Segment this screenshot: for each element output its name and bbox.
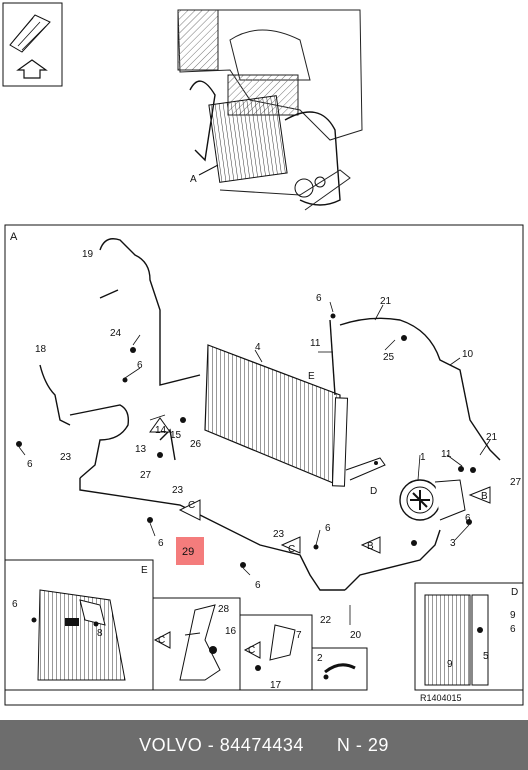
fasteners bbox=[16, 313, 476, 568]
section-a-label: A bbox=[10, 231, 18, 243]
callout-20: 20 bbox=[350, 630, 362, 641]
callout-6f: 6 bbox=[325, 523, 331, 534]
inset-clip-2: 2 bbox=[311, 647, 368, 691]
inset-e: E 6 8 bbox=[4, 559, 154, 691]
triangle-markers bbox=[149, 417, 491, 554]
inset-d: D 9 5 9 6 bbox=[414, 582, 524, 691]
callout-C1: C bbox=[288, 544, 295, 555]
callout-6a: 6 bbox=[137, 360, 143, 371]
callout-C3: C bbox=[248, 645, 255, 656]
callout-6i: 6 bbox=[510, 624, 516, 635]
callout-6c: 6 bbox=[316, 293, 322, 304]
footer-gap bbox=[304, 735, 337, 756]
callout-28: 28 bbox=[218, 604, 230, 615]
inset-d-label: D bbox=[511, 587, 518, 598]
callout-7: 7 bbox=[296, 630, 302, 641]
callout-C-top: C bbox=[188, 500, 195, 511]
callout-C2: C bbox=[158, 635, 165, 646]
parts-diagram: A A bbox=[2, 2, 524, 706]
footer-brand: VOLVO bbox=[139, 734, 203, 755]
callout-23c: 23 bbox=[273, 529, 285, 540]
callout-15: 15 bbox=[170, 430, 182, 441]
callout-E: E bbox=[308, 371, 315, 382]
callout-14: 14 bbox=[155, 425, 167, 436]
ac-compressor bbox=[399, 479, 466, 521]
callout-6d: 6 bbox=[158, 538, 164, 549]
callout-6b: 6 bbox=[27, 459, 33, 470]
callout-23a: 23 bbox=[60, 452, 72, 463]
callout-21b: 21 bbox=[486, 432, 498, 443]
callout-16: 16 bbox=[225, 626, 237, 637]
callout-5: 5 bbox=[483, 651, 489, 662]
highlight-callout: 29 bbox=[182, 546, 194, 558]
callout-D: D bbox=[370, 486, 377, 497]
callout-26: 26 bbox=[190, 439, 202, 450]
callout-22: 22 bbox=[320, 615, 332, 626]
callout-27b: 27 bbox=[510, 477, 522, 488]
inset-bracket-28: C 28 16 bbox=[152, 597, 241, 691]
callout-6e: 6 bbox=[255, 580, 261, 591]
condenser bbox=[204, 344, 386, 487]
part-footer-bar: VOLVO - 84474434 N - 29 bbox=[0, 720, 528, 770]
callout-9b: 9 bbox=[447, 659, 453, 670]
callout-6g: 6 bbox=[465, 513, 471, 524]
callout-1: 1 bbox=[420, 452, 426, 463]
callout-10: 10 bbox=[462, 349, 474, 360]
highlight-box bbox=[176, 537, 204, 565]
callout-4: 4 bbox=[255, 342, 261, 353]
refrigerant-lines bbox=[39, 238, 501, 591]
callout-6h: 6 bbox=[12, 599, 18, 610]
callout-2: 2 bbox=[317, 653, 323, 664]
footer-part-number: 84474434 bbox=[219, 734, 304, 755]
callout-27a: 27 bbox=[140, 470, 152, 481]
callout-18: 18 bbox=[35, 344, 47, 355]
callout-11a: 11 bbox=[310, 338, 321, 349]
inset-e-label: E bbox=[141, 565, 148, 576]
inset-bracket-7: C 7 17 bbox=[239, 614, 313, 691]
callout-23b: 23 bbox=[172, 485, 184, 496]
callout-leaders bbox=[18, 301, 491, 625]
callout-24: 24 bbox=[110, 328, 122, 339]
footer-separator: - bbox=[202, 734, 220, 755]
orientation-arrow-icon bbox=[2, 2, 63, 87]
callout-3: 3 bbox=[450, 538, 456, 549]
callout-11b: 11 bbox=[441, 449, 452, 460]
callout-B1: B bbox=[481, 491, 488, 502]
callout-19: 19 bbox=[82, 249, 94, 260]
footer-position-label: N - 29 bbox=[336, 734, 389, 755]
overview-label: A bbox=[190, 174, 197, 185]
reference-code: R1404015 bbox=[420, 693, 462, 703]
callout-9: 9 bbox=[510, 610, 516, 621]
callout-25: 25 bbox=[383, 352, 395, 363]
callout-8: 8 bbox=[97, 628, 103, 639]
callout-21a: 21 bbox=[380, 296, 392, 307]
callout-17: 17 bbox=[270, 680, 282, 691]
vehicle-overview-drawing: A bbox=[177, 9, 363, 211]
callout-13: 13 bbox=[135, 444, 147, 455]
callout-B2: B bbox=[367, 541, 374, 552]
